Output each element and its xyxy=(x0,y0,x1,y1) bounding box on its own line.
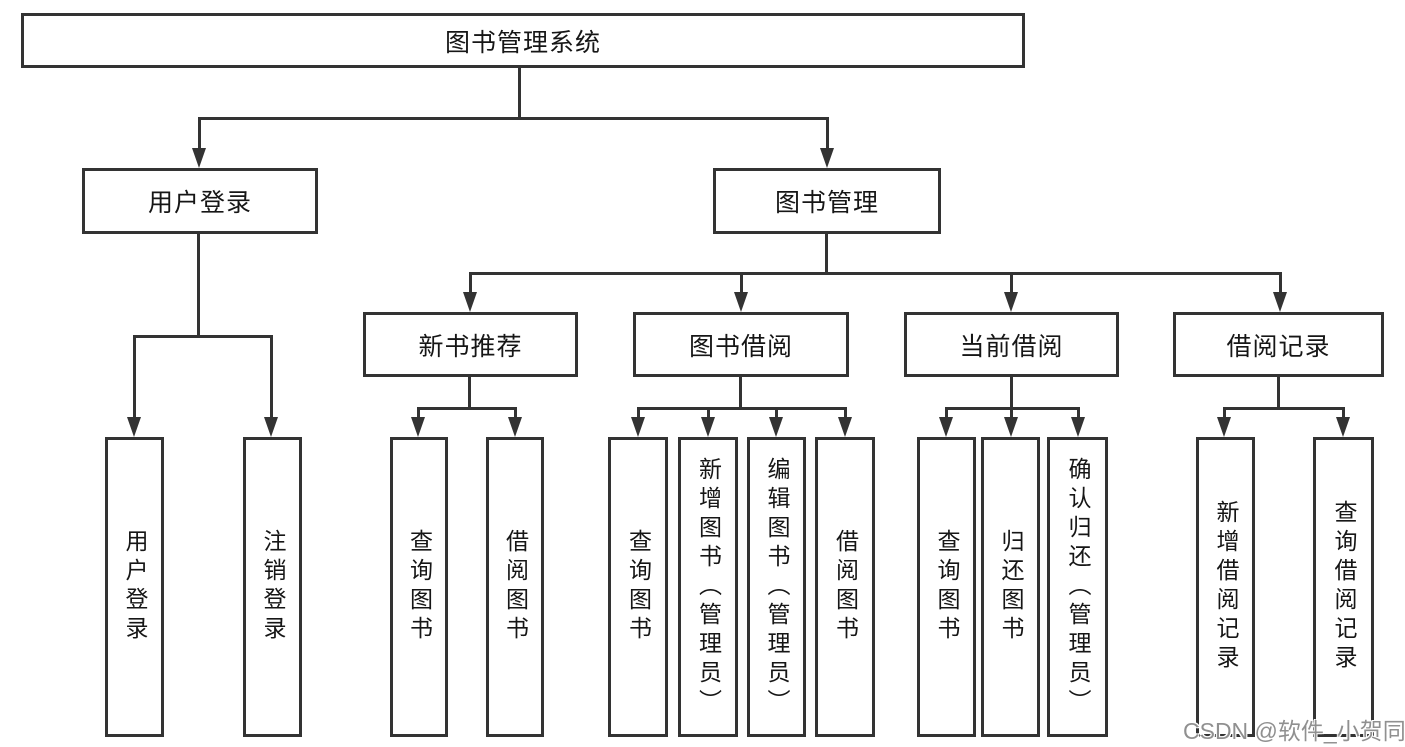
node-book-borrow-label: 图书借阅 xyxy=(688,332,793,361)
arrow-to-leaf-logout xyxy=(264,335,278,437)
node-user-login-label: 用户登录 xyxy=(147,189,252,217)
arrow-down-icon xyxy=(508,417,522,437)
leaf-edit-book-admin-label: 编辑图书（管理员） xyxy=(764,456,790,718)
connector-h-current-borrow xyxy=(945,407,1080,410)
arrow-down-icon xyxy=(264,417,278,437)
leaf-borrow-book-2-label: 借阅图书 xyxy=(832,529,859,645)
arrow-down-icon xyxy=(734,292,748,312)
leaf-logout: 注销登录 xyxy=(243,437,302,737)
leaf-borrow-book-2: 借阅图书 xyxy=(815,437,875,737)
arrow-to-leaf-confirm-return xyxy=(1071,407,1085,437)
leaf-return-book-label: 归还图书 xyxy=(998,529,1024,645)
arrow-to-leaf-borrow-book-1 xyxy=(508,407,522,437)
arrow-to-book-management xyxy=(820,117,834,168)
arrow-down-icon xyxy=(701,417,715,437)
arrow-to-book-borrow xyxy=(734,272,748,312)
arrow-to-new-book-recommend xyxy=(463,272,477,312)
arrow-to-leaf-edit-book-admin xyxy=(769,407,783,437)
arrow-to-leaf-user-login xyxy=(127,335,141,437)
arrow-to-leaf-query-book-2 xyxy=(631,407,645,437)
node-book-management: 图书管理 xyxy=(713,168,941,234)
node-current-borrow-label: 当前借阅 xyxy=(959,332,1064,361)
node-book-borrow: 图书借阅 xyxy=(633,312,849,377)
leaf-logout-label: 注销登录 xyxy=(260,529,286,645)
arrow-down-icon xyxy=(838,417,852,437)
arrow-down-icon xyxy=(769,417,783,437)
connector-stem-book-management xyxy=(825,234,828,275)
arrow-to-leaf-add-borrow-record xyxy=(1217,407,1231,437)
arrow-to-user-login xyxy=(192,117,206,168)
arrow-down-icon xyxy=(1071,417,1085,437)
arrow-to-leaf-borrow-book-2 xyxy=(838,407,852,437)
leaf-query-borrow-record: 查询借阅记录 xyxy=(1313,437,1374,737)
leaf-add-book-admin-label: 新增图书（管理员） xyxy=(695,456,722,718)
node-user-login: 用户登录 xyxy=(82,168,318,234)
arrow-down-icon xyxy=(1273,292,1287,312)
leaf-edit-book-admin: 编辑图书（管理员） xyxy=(747,437,806,737)
leaf-query-book-1: 查询图书 xyxy=(390,437,448,737)
arrow-down-icon xyxy=(631,417,645,437)
leaf-query-book-3-label: 查询图书 xyxy=(934,529,960,645)
leaf-add-borrow-record-label: 新增借阅记录 xyxy=(1213,500,1239,674)
arrow-down-icon xyxy=(820,148,834,168)
arrow-down-icon xyxy=(192,148,206,168)
leaf-confirm-return-admin-label: 确认归还（管理员） xyxy=(1065,456,1091,718)
connector-stem-book-borrow xyxy=(739,377,742,410)
connector-stem-borrow-record xyxy=(1277,377,1280,410)
node-new-book-recommend-label: 新书推荐 xyxy=(418,332,523,361)
connector-h-user-login xyxy=(133,335,273,338)
connector-h-book-management xyxy=(469,272,1282,275)
arrow-down-icon xyxy=(1004,292,1018,312)
connector-h-borrow-record xyxy=(1223,407,1343,410)
leaf-query-book-2: 查询图书 xyxy=(608,437,668,737)
connector-h-new-book-recommend xyxy=(417,407,515,410)
arrow-to-leaf-query-borrow-record xyxy=(1336,407,1350,437)
node-root: 图书管理系统 xyxy=(21,13,1025,68)
arrow-down-icon xyxy=(1004,417,1018,437)
leaf-user-login: 用户登录 xyxy=(105,437,164,737)
csdn-watermark: CSDN @软件_小贺同学 xyxy=(1183,718,1405,744)
leaf-query-book-3: 查询图书 xyxy=(917,437,976,737)
leaf-query-borrow-record-label: 查询借阅记录 xyxy=(1331,500,1357,674)
arrow-down-icon xyxy=(463,292,477,312)
leaf-add-borrow-record: 新增借阅记录 xyxy=(1196,437,1255,737)
arrow-to-leaf-return-book xyxy=(1004,407,1018,437)
leaf-confirm-return-admin: 确认归还（管理员） xyxy=(1047,437,1108,737)
leaf-user-login-label: 用户登录 xyxy=(122,529,148,645)
connector-h-book-borrow xyxy=(637,407,847,410)
leaf-add-book-admin: 新增图书（管理员） xyxy=(678,437,738,737)
arrow-to-current-borrow xyxy=(1004,272,1018,312)
arrow-to-leaf-query-book-1 xyxy=(411,407,425,437)
node-root-label: 图书管理系统 xyxy=(444,28,601,57)
connector-stem-new-book-recommend xyxy=(468,377,471,410)
node-new-book-recommend: 新书推荐 xyxy=(363,312,578,377)
arrow-to-borrow-record xyxy=(1273,272,1287,312)
node-book-management-label: 图书管理 xyxy=(774,189,879,217)
connector-h-root xyxy=(198,117,829,120)
arrow-down-icon xyxy=(1217,417,1231,437)
arrow-down-icon xyxy=(939,417,953,437)
arrow-down-icon xyxy=(1336,417,1350,437)
arrow-down-icon xyxy=(127,417,141,437)
arrow-to-leaf-query-book-3 xyxy=(939,407,953,437)
leaf-borrow-book-1: 借阅图书 xyxy=(486,437,544,737)
node-current-borrow: 当前借阅 xyxy=(904,312,1119,377)
node-borrow-record: 借阅记录 xyxy=(1173,312,1384,377)
connector-stem-user-login xyxy=(197,234,200,338)
connector-stem-root xyxy=(518,68,521,120)
leaf-query-book-2-label: 查询图书 xyxy=(625,529,652,645)
arrow-down-icon xyxy=(411,417,425,437)
connector-stem-current-borrow xyxy=(1010,377,1013,410)
leaf-return-book: 归还图书 xyxy=(981,437,1040,737)
node-borrow-record-label: 借阅记录 xyxy=(1226,332,1331,361)
leaf-borrow-book-1-label: 借阅图书 xyxy=(502,529,529,645)
leaf-query-book-1-label: 查询图书 xyxy=(406,529,433,645)
arrow-to-leaf-add-book-admin xyxy=(701,407,715,437)
